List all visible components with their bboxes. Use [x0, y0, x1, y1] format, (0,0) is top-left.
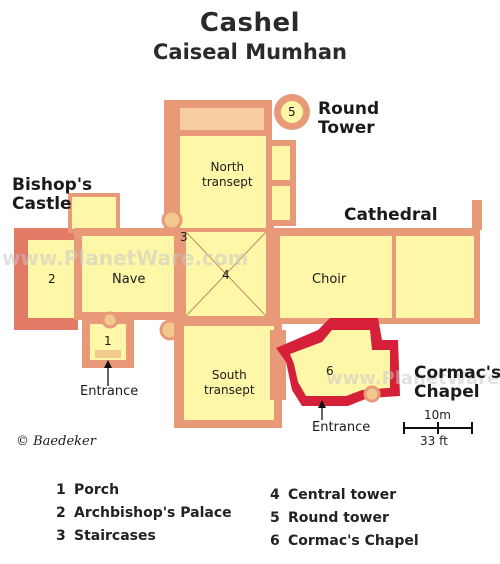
legend-label: Staircases [74, 528, 156, 544]
legend-num: 1 [56, 482, 66, 498]
marker-5-round-tower: 5 [288, 105, 296, 119]
north-transept-label: North transept [202, 160, 253, 189]
round-tower-label: Round Tower [318, 99, 380, 138]
map-subtitle: Caiseal Mumhan [152, 40, 347, 64]
entrance-arrows [104, 360, 326, 420]
scale-metric: 10m [424, 408, 451, 422]
south-transept-label: South transept [204, 368, 255, 397]
cathedral-label: Cathedral [344, 205, 438, 225]
legend-item: 4 Central tower [270, 487, 396, 503]
south-transept-shape [174, 318, 286, 428]
marker-3-staircases: 3 [180, 230, 188, 244]
legend-item: 5 Round tower [270, 510, 389, 526]
marker-2-palace: 2 [48, 272, 56, 286]
choir-label: Choir [312, 272, 347, 287]
staircase-shapes [101, 209, 183, 341]
north-transept-shape [164, 100, 296, 230]
legend-item: 2 Archbishop's Palace [56, 505, 232, 521]
scale-imperial: 33 ft [420, 434, 448, 448]
choir-shape [270, 200, 482, 324]
round-tower-shape [274, 94, 310, 130]
entrance-chapel-label: Entrance [312, 420, 371, 435]
bishops-castle-label: Bishop's Castle [12, 175, 93, 214]
cormacs-chapel-label: Cormac's Chapel [414, 363, 500, 402]
nave-label: Nave [112, 272, 146, 287]
marker-6-chapel: 6 [326, 364, 334, 378]
legend-label: Round tower [288, 510, 389, 526]
legend-label: Central tower [288, 487, 397, 503]
legend-label: Archbishop's Palace [74, 505, 232, 521]
legend-num: 5 [270, 510, 280, 526]
legend-item: 1 Porch [56, 482, 119, 498]
map-title: Cashel [199, 8, 301, 38]
legend-num: 4 [270, 487, 280, 503]
copyright-credit: © Baedeker [16, 434, 96, 449]
legend-label: Cormac's Chapel [288, 533, 419, 549]
scale-bar [403, 422, 473, 434]
legend-item: 6 Cormac's Chapel [270, 533, 419, 549]
nave-shape [74, 228, 180, 320]
legend-label: Porch [74, 482, 120, 498]
legend-num: 6 [270, 533, 280, 549]
marker-4-central-tower: 4 [222, 268, 230, 282]
legend-item: 3 Staircases [56, 528, 156, 544]
cormacs-chapel-shape [276, 318, 400, 406]
legend-num: 3 [56, 528, 66, 544]
legend-num: 2 [56, 505, 66, 521]
central-tower-shape [178, 224, 274, 324]
marker-1-porch: 1 [104, 334, 112, 348]
entrance-west-label: Entrance [80, 384, 139, 399]
